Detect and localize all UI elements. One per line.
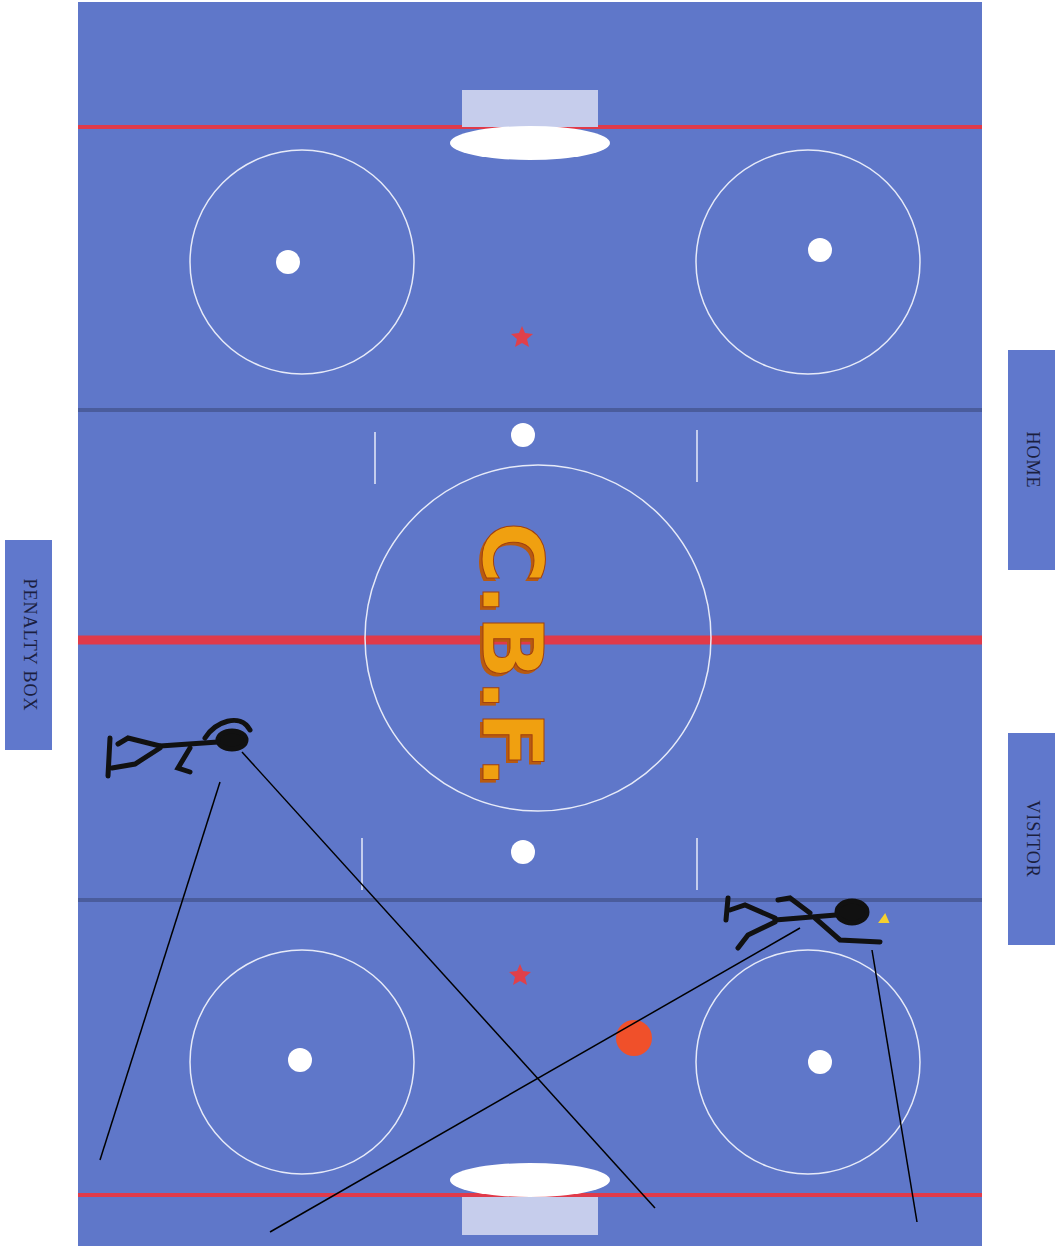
- box-label: VISITOR: [1021, 800, 1042, 878]
- faceoff-dots: [276, 238, 832, 1074]
- penalty-box: PENALTY BOX: [5, 540, 52, 750]
- leader-lines: [100, 752, 917, 1232]
- logo-text: C.B.F.: [463, 522, 561, 788]
- player-figure: [726, 898, 888, 948]
- team-bench-box: HOME: [1008, 350, 1055, 570]
- goal-net: [462, 1197, 598, 1235]
- faceoff-circles: [190, 150, 920, 1174]
- player-figure: [108, 720, 250, 776]
- goal-crease: [450, 1163, 610, 1197]
- goal-net: [462, 90, 598, 127]
- box-label: PENALTY BOX: [18, 578, 39, 711]
- blue-line: [78, 408, 982, 412]
- rink-surface: [78, 2, 982, 1246]
- ball: [616, 1020, 652, 1056]
- team-bench-box: VISITOR: [1008, 733, 1055, 945]
- box-label: HOME: [1021, 432, 1042, 489]
- goal-crease: [450, 126, 610, 160]
